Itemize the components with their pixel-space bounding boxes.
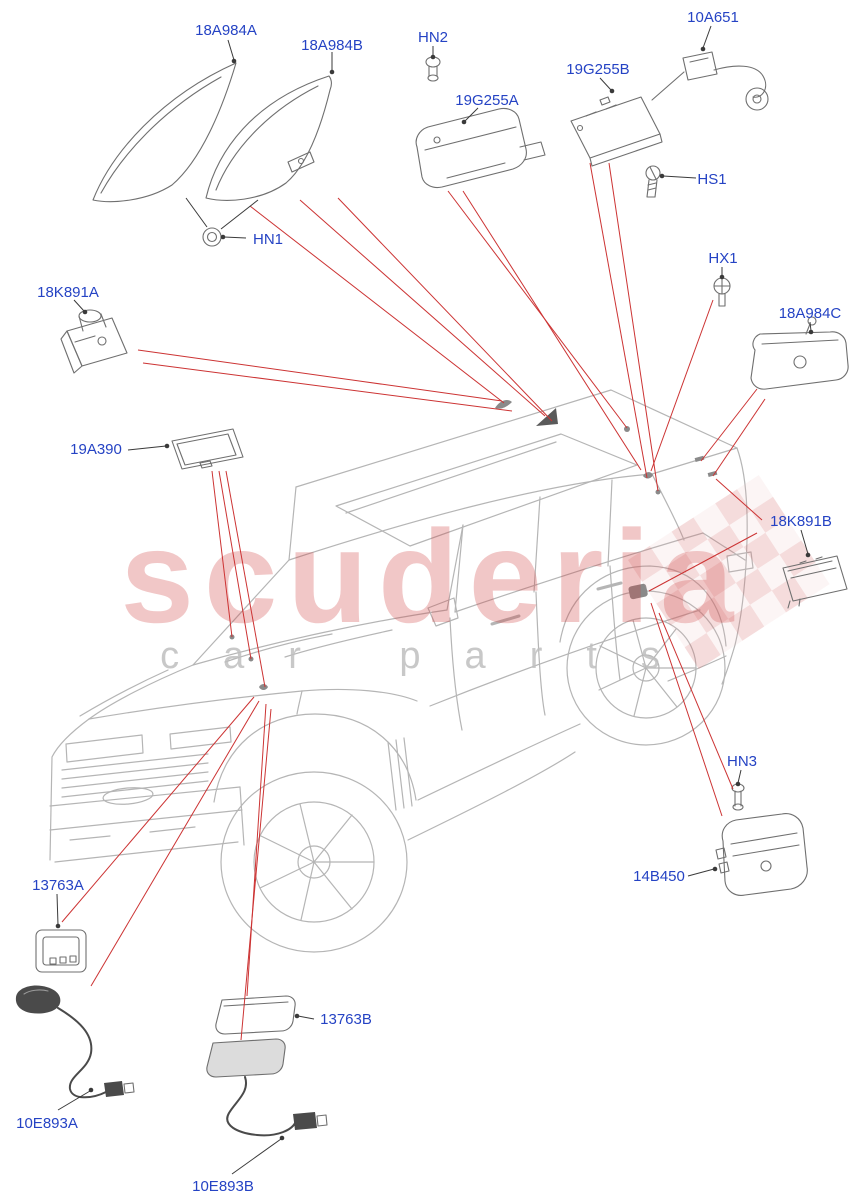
part-label-13763A[interactable]: 13763A bbox=[32, 877, 84, 894]
part-label-HN3[interactable]: HN3 bbox=[727, 753, 757, 770]
part-label-18K891B[interactable]: 18K891B bbox=[770, 513, 832, 530]
part-antenna-amplifier-19G255A bbox=[415, 107, 546, 189]
part-label-18A984B[interactable]: 18A984B bbox=[301, 37, 363, 54]
watermark: scuderia car parts bbox=[121, 475, 830, 677]
part-label-18K891A[interactable]: 18K891A bbox=[37, 284, 99, 301]
part-bolt-HX1 bbox=[713, 277, 731, 307]
part-antenna-cover-18A984B bbox=[205, 75, 332, 201]
part-label-13763B[interactable]: 13763B bbox=[320, 1011, 372, 1028]
part-label-18A984C[interactable]: 18A984C bbox=[779, 305, 842, 322]
watermark-brand-text: scuderia bbox=[121, 503, 744, 650]
part-antenna-patch-13763B bbox=[215, 995, 296, 1035]
part-nut-HN3 bbox=[731, 783, 745, 811]
part-antenna-patch-13763A bbox=[35, 929, 87, 973]
watermark-tagline-text: car parts bbox=[160, 635, 704, 677]
part-antenna-unit-18A984C bbox=[750, 316, 849, 390]
callout-dots bbox=[55, 46, 814, 1141]
part-label-19G255B[interactable]: 19G255B bbox=[566, 61, 629, 78]
part-label-HN1[interactable]: HN1 bbox=[253, 231, 283, 248]
part-label-10A651[interactable]: 10A651 bbox=[687, 9, 739, 26]
part-label-19A390[interactable]: 19A390 bbox=[70, 441, 122, 458]
part-label-HN2[interactable]: HN2 bbox=[418, 29, 448, 46]
leader-lines bbox=[61, 162, 766, 1041]
part-label-18A984A[interactable]: 18A984A bbox=[195, 22, 257, 39]
part-module-18K891B bbox=[782, 555, 848, 609]
part-antenna-cable-10E893B bbox=[206, 1038, 328, 1137]
part-module-18K891A bbox=[60, 309, 128, 374]
part-label-HS1[interactable]: HS1 bbox=[697, 171, 726, 188]
callout-lines bbox=[56, 25, 812, 1175]
part-label-HX1[interactable]: HX1 bbox=[708, 250, 737, 267]
part-antenna-cover-18A984A bbox=[92, 62, 237, 203]
part-nut-HN2 bbox=[425, 56, 441, 82]
part-screw-HS1 bbox=[645, 165, 661, 198]
part-label-14B450[interactable]: 14B450 bbox=[633, 868, 685, 885]
part-label-10E893A[interactable]: 10E893A bbox=[16, 1115, 78, 1132]
part-label-10E893B[interactable]: 10E893B bbox=[192, 1178, 254, 1195]
part-antenna-cable-10A651 bbox=[682, 51, 769, 111]
part-module-19A390 bbox=[171, 428, 244, 470]
part-gps-antenna-cable-10E893A bbox=[15, 985, 135, 1099]
part-labels: 18A984A 18A984B HN2 19G255A 19G255B 10A6… bbox=[16, 9, 841, 1195]
part-label-19G255A[interactable]: 19G255A bbox=[455, 92, 518, 109]
vehicle-drawing bbox=[49, 389, 754, 953]
part-control-module-14B450 bbox=[715, 813, 808, 896]
part-nut-HN1 bbox=[202, 227, 222, 247]
part-illustrations bbox=[15, 51, 849, 1137]
part-antenna-module-19G255B bbox=[570, 71, 685, 167]
